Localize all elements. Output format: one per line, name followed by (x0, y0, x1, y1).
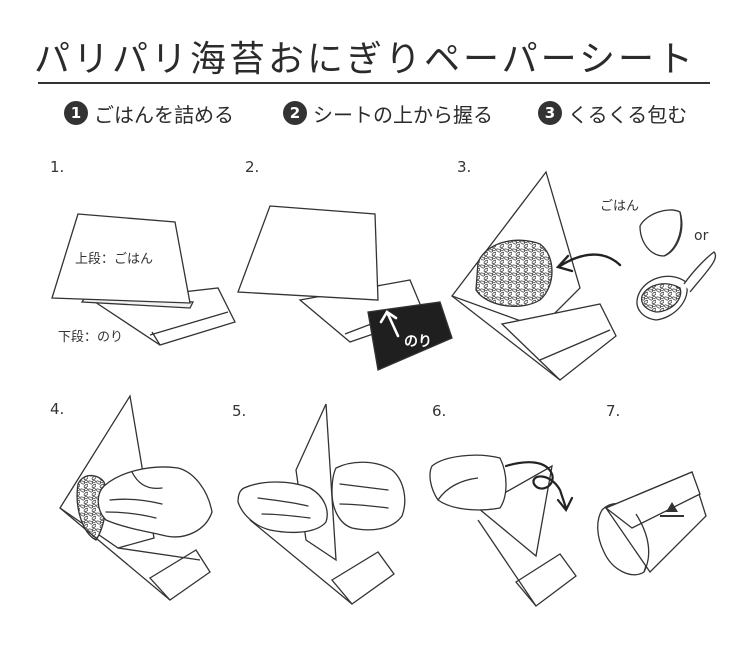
panel-number-6: 6. (432, 402, 447, 420)
right-hand-icon (331, 461, 406, 531)
step-number-badge: 3 (538, 101, 562, 125)
or-label: or (694, 228, 709, 244)
summary-step-3: 3 くるくる包む (538, 96, 687, 130)
brand-mark-icon (660, 502, 684, 517)
upper-layer-label: 上段：ごはん (75, 252, 154, 267)
lower-layer-label: 下段：のり (58, 330, 124, 345)
hand-icon (97, 466, 213, 538)
step-text: ごはんを詰める (94, 102, 234, 127)
panel-number-1: 1. (50, 158, 65, 176)
panel-1-sheet-stack (51, 213, 236, 346)
rice-ball-icon (639, 209, 683, 257)
panel-number-4: 4. (50, 400, 65, 418)
wrap-curl-arrow-icon (504, 461, 574, 513)
nori-label: のり (404, 334, 432, 350)
panel-7-finished-onigiri (597, 471, 707, 576)
rice-label: ごはん (600, 199, 640, 214)
left-hand-icon (237, 481, 328, 534)
summary-step-2: 2 シートの上から握る (283, 96, 493, 130)
panel-number-7: 7. (606, 402, 621, 420)
summary-step-1: 1 ごはんを詰める (64, 96, 234, 130)
step-number-badge: 2 (283, 101, 307, 125)
step-text: シートの上から握る (313, 102, 493, 127)
spoon-with-rice-icon (636, 251, 717, 321)
panel-number-3: 3. (457, 158, 472, 176)
step-text: くるくる包む (568, 102, 688, 127)
title-underline (38, 82, 710, 84)
panel-number-2: 2. (245, 158, 260, 176)
panel-3-rice-filling (450, 170, 617, 381)
panel-number-5: 5. (232, 402, 247, 420)
arrow-to-rice-icon (555, 253, 622, 273)
nori-arrow-icon (379, 310, 400, 338)
step-number-badge: 1 (64, 101, 88, 125)
page-title: パリパリ海苔おにぎりペーパーシート (34, 39, 696, 80)
panel-6-wrapping (429, 454, 577, 607)
step-summary: 1 ごはんを詰める 2 シートの上から握る 3 くるくる包む (0, 96, 730, 130)
